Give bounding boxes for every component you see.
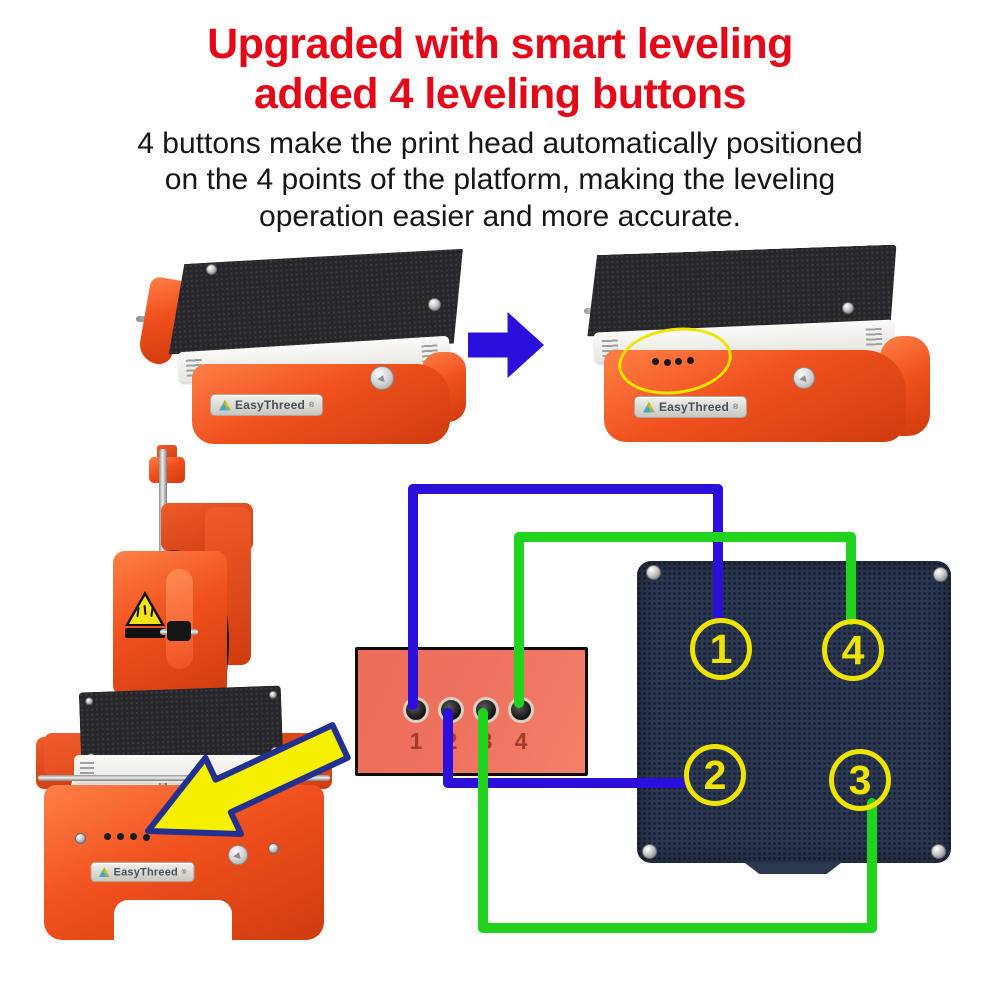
leveling-spring xyxy=(865,324,883,346)
leveling-button-dot xyxy=(104,833,111,840)
page-title-line-2: added 4 leveling buttons xyxy=(253,69,747,118)
subtitle-line-3: operation easier and more accurate. xyxy=(259,199,741,233)
before-after-arrow-icon xyxy=(468,312,544,378)
photo-printer-full: EasyThreed ® xyxy=(28,445,340,945)
triangle-icon xyxy=(799,373,809,383)
bed-screw xyxy=(933,567,948,582)
subtitle: 4 buttons make the print head automatica… xyxy=(0,126,1000,236)
brand-name: EasyThreed xyxy=(113,865,178,879)
bed-point-2-label: 2 xyxy=(703,751,727,798)
photo-printer-before: EasyThreed ® xyxy=(136,256,472,448)
connector-blue-1 xyxy=(408,484,418,710)
bed-screw xyxy=(931,844,946,859)
home-button xyxy=(228,845,248,865)
print-head-latch xyxy=(166,569,193,669)
triangle-icon xyxy=(233,850,243,860)
panel-label-4: 4 xyxy=(514,728,528,754)
warning-triangle-icon xyxy=(125,591,165,626)
connector-green-4 xyxy=(514,532,524,708)
leveling-spring xyxy=(80,759,94,779)
bed-point-1-label: 1 xyxy=(709,625,733,672)
base-notch xyxy=(114,900,232,940)
photo-printer-after: EasyThreed ® xyxy=(584,250,936,448)
connector-green-3 xyxy=(478,708,488,933)
home-button xyxy=(370,366,394,390)
caution-text-strip xyxy=(125,628,165,638)
plate-screw xyxy=(84,697,94,706)
base-screw xyxy=(268,843,279,854)
extruder-knob xyxy=(167,621,191,641)
plate-screw xyxy=(842,302,854,314)
registered-mark: ® xyxy=(733,403,739,411)
subtitle-line-2: on the 4 points of the platform, making … xyxy=(164,163,836,197)
bed-point-4-label: 4 xyxy=(841,626,865,673)
brand-name: EasyThreed xyxy=(235,398,306,412)
connector-blue-1 xyxy=(713,484,723,624)
brand-badge: EasyThreed ® xyxy=(210,394,324,416)
base-screw xyxy=(75,833,86,844)
connector-blue-2 xyxy=(443,778,687,788)
home-button xyxy=(793,367,815,389)
triangle-icon xyxy=(377,373,387,383)
y-axis-rod xyxy=(38,775,330,781)
bed-point-1: 1 xyxy=(690,618,752,680)
panel-label-1: 1 xyxy=(409,728,423,754)
bed-screw xyxy=(642,844,657,859)
connector-blue-1 xyxy=(408,484,723,494)
plate-screw xyxy=(428,298,441,311)
leveling-button-dot xyxy=(675,358,682,365)
leveling-button-dot xyxy=(130,833,137,840)
brand-name: EasyThreed xyxy=(659,400,730,414)
registered-mark: ® xyxy=(309,401,315,409)
connector-green-4 xyxy=(514,532,856,542)
leveling-button-dot xyxy=(687,357,694,364)
bed-point-3: 3 xyxy=(829,749,891,811)
connector-blue-2 xyxy=(443,708,453,788)
leveling-button-dot xyxy=(652,358,659,365)
brand-logo-icon xyxy=(643,401,655,413)
registered-mark: ® xyxy=(181,868,187,876)
connector-green-3 xyxy=(867,798,877,933)
bed-point-2: 2 xyxy=(684,744,746,806)
plate-screw xyxy=(206,264,217,275)
leveling-button-panel-closeup: 1 2 3 4 xyxy=(355,647,588,776)
leveling-button-dot xyxy=(664,359,671,366)
leveling-button-dot xyxy=(117,833,124,840)
bed-point-4: 4 xyxy=(822,619,884,681)
bed-screw xyxy=(646,565,661,580)
print-platform: 1 4 2 3 xyxy=(637,561,951,863)
subtitle-line-1: 4 buttons make the print head automatica… xyxy=(137,126,863,160)
brand-badge: EasyThreed ® xyxy=(634,396,748,418)
pointer-arrow-icon xyxy=(145,722,351,837)
z-rod-cap xyxy=(149,457,185,483)
brand-logo-icon xyxy=(98,866,110,878)
connector-green-3 xyxy=(478,923,877,933)
brand-badge: EasyThreed ® xyxy=(90,861,195,883)
brand-logo-icon xyxy=(219,399,231,411)
bed-point-3-label: 3 xyxy=(848,756,872,803)
page-title-line-1: Upgraded with smart leveling xyxy=(207,20,793,68)
connector-green-4 xyxy=(846,532,856,625)
header: Upgraded with smart leveling added 4 lev… xyxy=(0,20,1000,236)
plate-screw xyxy=(268,690,278,699)
hot-surface-warning-label xyxy=(125,591,165,638)
leveling-button-dot xyxy=(143,834,150,841)
